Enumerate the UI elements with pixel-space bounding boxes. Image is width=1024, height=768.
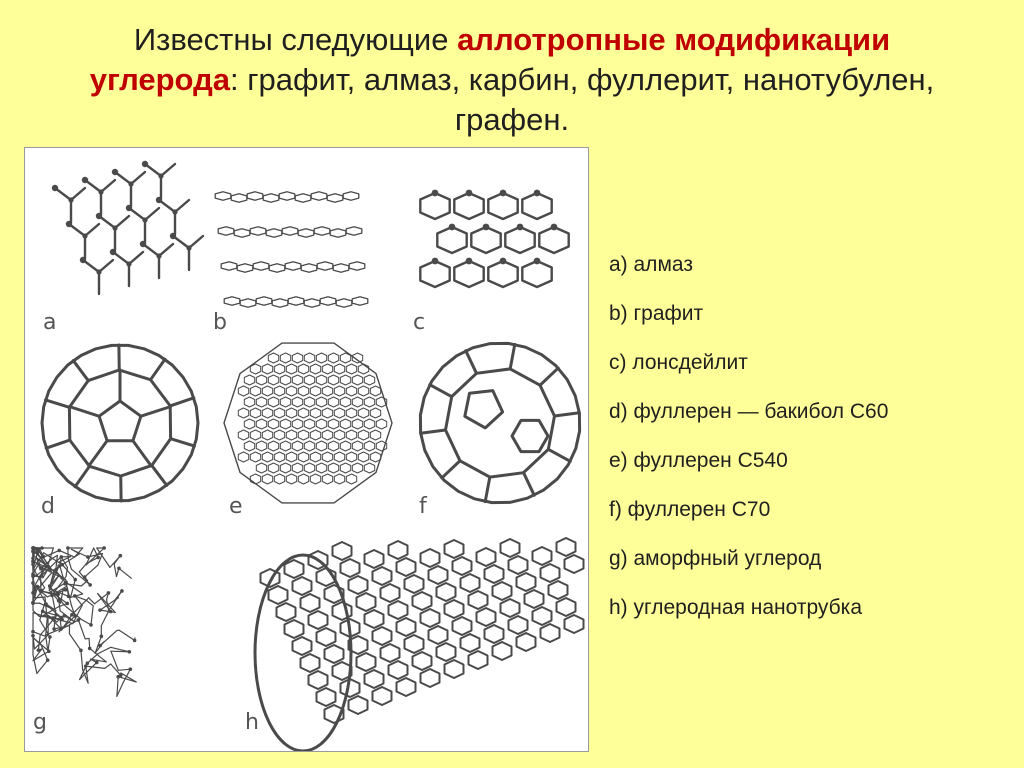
label-c: c xyxy=(413,310,426,335)
graphite-structure xyxy=(214,191,369,308)
allotropes-figure: a b c d e f g h xyxy=(24,147,589,752)
legend-item-nanotube: h) углеродная нанотрубка xyxy=(609,596,863,619)
legend-item-graphite: b) графит xyxy=(609,302,704,325)
legend-item-lonsdaleite: c) лонсдейлит xyxy=(609,351,748,374)
title-text: Известны следующие xyxy=(133,22,458,57)
amorphous-carbon-structure xyxy=(31,546,137,697)
c540-structure xyxy=(223,342,393,504)
title-highlight-carbon: углерода xyxy=(89,62,230,97)
label-h: h xyxy=(245,710,259,735)
nanotube-structure xyxy=(253,537,585,751)
label-e: e xyxy=(229,494,243,519)
title-text-end: графен. xyxy=(454,102,570,137)
legend-item-c540: e) фуллерен C540 xyxy=(609,449,788,472)
title-text-list: : графит, алмаз, карбин, фуллерит, нанот… xyxy=(230,62,935,97)
c70-structure xyxy=(418,341,582,505)
legend-item-c70: f) фуллерен C70 xyxy=(609,498,771,521)
label-f: f xyxy=(419,494,427,519)
label-g: g xyxy=(33,710,47,735)
label-d: d xyxy=(41,494,55,519)
diamond-structure xyxy=(51,160,205,296)
legend-item-amorphous: g) аморфный углерод xyxy=(609,547,822,570)
label-a: a xyxy=(43,310,57,335)
title-highlight-allotropes: аллотропные модификации xyxy=(457,22,891,57)
allotropes-illustration xyxy=(31,160,585,751)
legend-list: a) алмаз b) графит c) лонсдейлит d) фулл… xyxy=(609,250,1009,642)
label-b: b xyxy=(213,310,227,335)
c60-structure xyxy=(40,343,200,503)
legend-item-c60: d) фуллерен — бакибол C60 xyxy=(609,400,889,423)
slide-title: Известны следующие аллотропные модификац… xyxy=(40,20,984,140)
legend-item-diamond: a) алмаз xyxy=(609,253,693,276)
lonsdaleite-structure xyxy=(419,189,570,289)
